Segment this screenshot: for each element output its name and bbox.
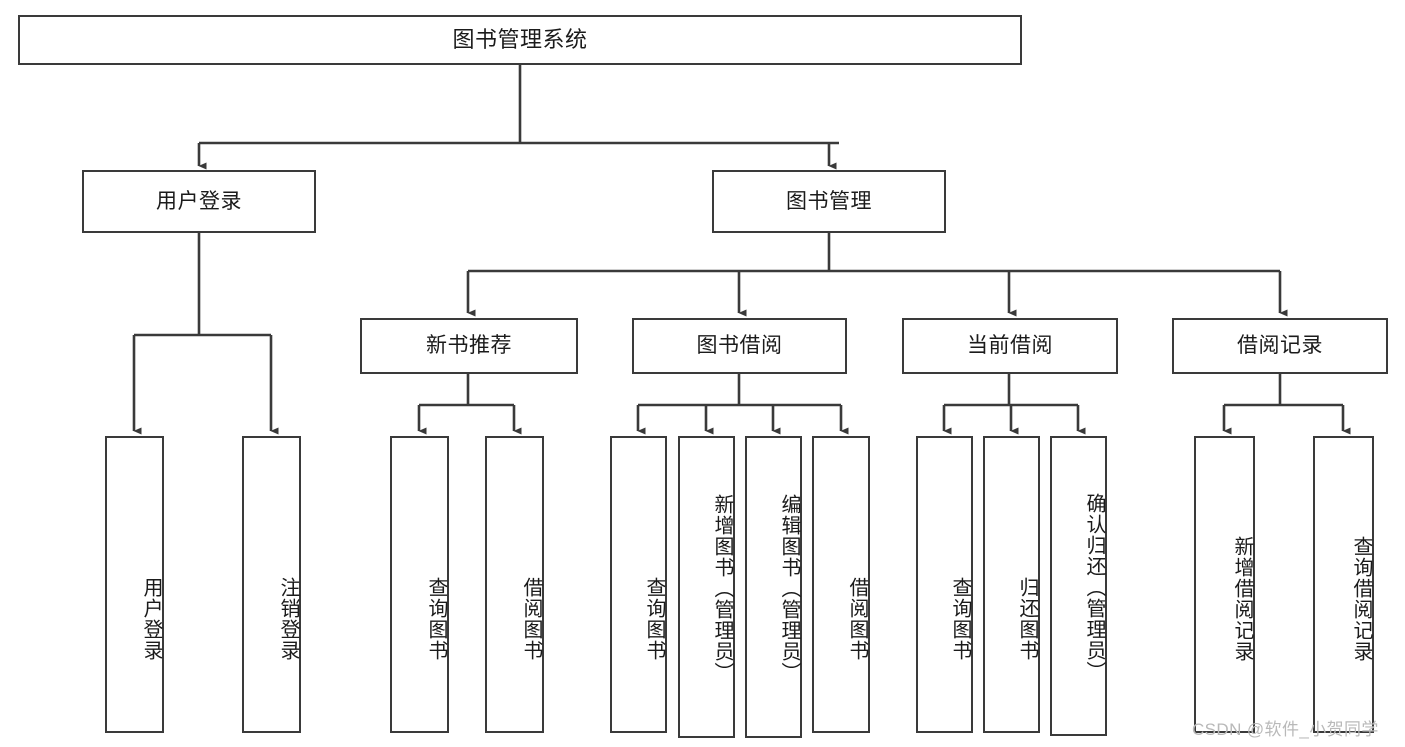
leaf-edit-book-admin[interactable]: 编辑图书（管理员） [745,436,802,738]
leaf-logout-login[interactable]: 注销登录 [242,436,301,733]
node-borrow-record[interactable]: 借阅记录 [1172,318,1388,374]
node-new-book-recommendation[interactable]: 新书推荐 [360,318,578,374]
leaf-user-login[interactable]: 用户登录 [105,436,164,733]
leaf-query-book-current[interactable]: 查询图书 [916,436,973,733]
csdn-watermark: CSDN @软件_小贺同学 [1192,720,1379,739]
leaf-return-book[interactable]: 归还图书 [983,436,1040,733]
leaf-query-book-borrow[interactable]: 查询图书 [610,436,667,733]
leaf-borrow-book-borrow[interactable]: 借阅图书 [812,436,870,733]
node-book-manage[interactable]: 图书管理 [712,170,946,233]
node-user-login[interactable]: 用户登录 [82,170,316,233]
leaf-add-book-admin[interactable]: 新增图书（管理员） [678,436,735,738]
leaf-add-borrow-record[interactable]: 新增借阅记录 [1194,436,1255,733]
node-root[interactable]: 图书管理系统 [18,15,1022,65]
leaf-query-book-new-book[interactable]: 查询图书 [390,436,449,733]
node-book-borrow[interactable]: 图书借阅 [632,318,847,374]
leaf-borrow-book-new-book[interactable]: 借阅图书 [485,436,544,733]
leaf-query-borrow-record[interactable]: 查询借阅记录 [1313,436,1374,733]
leaf-confirm-return-admin[interactable]: 确认归还（管理员） [1050,436,1107,736]
node-current-borrow[interactable]: 当前借阅 [902,318,1118,374]
